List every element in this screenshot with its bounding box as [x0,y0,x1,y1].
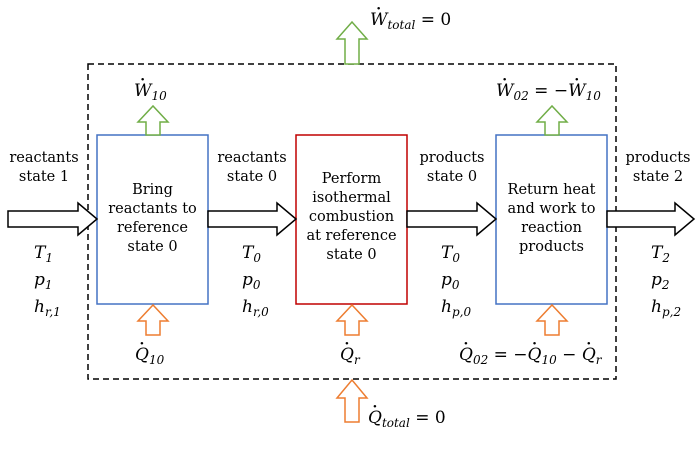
w-total-symbol: W [370,9,387,31]
box-1-line2: reactants to [108,201,197,217]
w-total-sub: total [387,18,416,32]
stream-label-1-line2: state 1 [18,169,70,185]
box-1-line4: state 0 [127,239,178,255]
stream-label-4-line1: products [625,150,691,166]
q10-symbol: Q [135,344,149,366]
work-arrow-02 [535,104,569,136]
stream-label-3: products state 0 [412,149,492,187]
stream-2-h: hr,0 [242,297,269,319]
box-1-line1: Bring [132,182,173,198]
q02-rhs-symbol: Q [528,344,542,366]
box-3-line4: products [519,239,584,255]
box-3-text: Return heat and work to reaction product… [496,181,607,257]
box-3-line3: reaction [521,220,582,236]
q02-rhs2-sub: r [595,353,602,367]
stream-label-4: products state 2 [620,149,696,187]
qr-symbol: Q [340,344,354,366]
stream-label-3-line1: products [419,150,485,166]
box-2-line5: state 0 [326,247,377,263]
w02-sub: 02 [513,89,529,103]
q02-rhs2-symbol: Q [582,344,596,366]
box-3-line2: and work to [507,201,596,217]
w02-rhs-symbol: W [568,80,585,102]
qr-sub: r [353,353,360,367]
q02-rhs: = − [493,345,528,365]
stream-1-vars: T1 p1 hr,1 [34,242,61,323]
stream-4-vars: T2 p2 hp,2 [651,242,681,323]
q-total-label: Qtotal = 0 [368,407,446,434]
work-arrow-10 [136,104,170,136]
heat-arrow-02 [535,303,569,336]
q02-symbol: Q [459,344,473,366]
q02-label: Q02 = −Q10 − Qr [459,344,602,371]
stream-4-h: hp,2 [651,297,682,319]
box-isothermal-combustion [295,134,408,305]
stream-label-2: reactants state 0 [214,149,290,187]
stream-label-4-line2: state 2 [632,169,684,185]
q-total-rhs: = 0 [415,408,446,428]
box-2-line2: isothermal [312,190,391,206]
w10-label: W10 [134,80,167,107]
heat-arrow-r [335,303,369,336]
box-2-text: Perform isothermal combustion at referen… [296,170,407,265]
w10-symbol: W [134,80,151,102]
w10-sub: 10 [151,89,167,103]
stream-arrow-2 [207,201,298,237]
stream-3-p: p0 [441,270,460,292]
box-1-text: Bring reactants to reference state 0 [97,181,208,257]
heat-arrow-total [335,378,369,423]
w02-label: W02 = −W10 [496,80,601,107]
w-total-rhs: = 0 [420,10,452,30]
stream-2-T: T0 [242,243,261,265]
w02-rhs: = − [534,81,569,101]
qr-label: Qr [340,344,360,371]
box-1-line3: reference [116,220,188,236]
stream-4-T: T2 [651,243,670,265]
stream-1-h: hr,1 [34,297,61,319]
q02-sub: 02 [472,353,489,367]
w-total-label: Wtotal = 0 [370,9,451,36]
stream-1-T: T1 [34,243,53,265]
w02-symbol: W [496,80,513,102]
stream-3-h: hp,0 [441,297,472,319]
q-total-symbol: Q [368,407,382,429]
stream-arrow-3 [406,201,498,237]
q02-rhs2: − [562,345,577,365]
stream-3-T: T0 [441,243,460,265]
stream-4-p: p2 [651,270,670,292]
heat-arrow-10 [136,303,170,336]
stream-label-1-line1: reactants [9,150,79,166]
q10-sub: 10 [148,353,165,367]
stream-arrow-4 [606,201,696,237]
stream-1-p: p1 [34,270,53,292]
stream-2-vars: T0 p0 hr,0 [242,242,269,323]
stream-2-p: p0 [242,270,261,292]
box-2-line3: combustion [308,209,395,225]
stream-3-vars: T0 p0 hp,0 [441,242,471,323]
box-2-line4: at reference [306,228,397,244]
work-arrow-total [335,20,369,65]
stream-label-2-line1: reactants [217,150,287,166]
box-3-line1: Return heat [507,182,596,198]
q10-label: Q10 [135,344,164,371]
stream-label-3-line2: state 0 [426,169,478,185]
stream-label-1: reactants state 1 [8,149,80,187]
w02-rhs-sub: 10 [585,89,601,103]
stream-arrow-1 [7,201,99,237]
q02-rhs-sub: 10 [541,353,557,367]
q-total-sub: total [381,416,410,430]
box-2-line1: Perform [321,171,382,187]
stream-label-2-line2: state 0 [226,169,278,185]
